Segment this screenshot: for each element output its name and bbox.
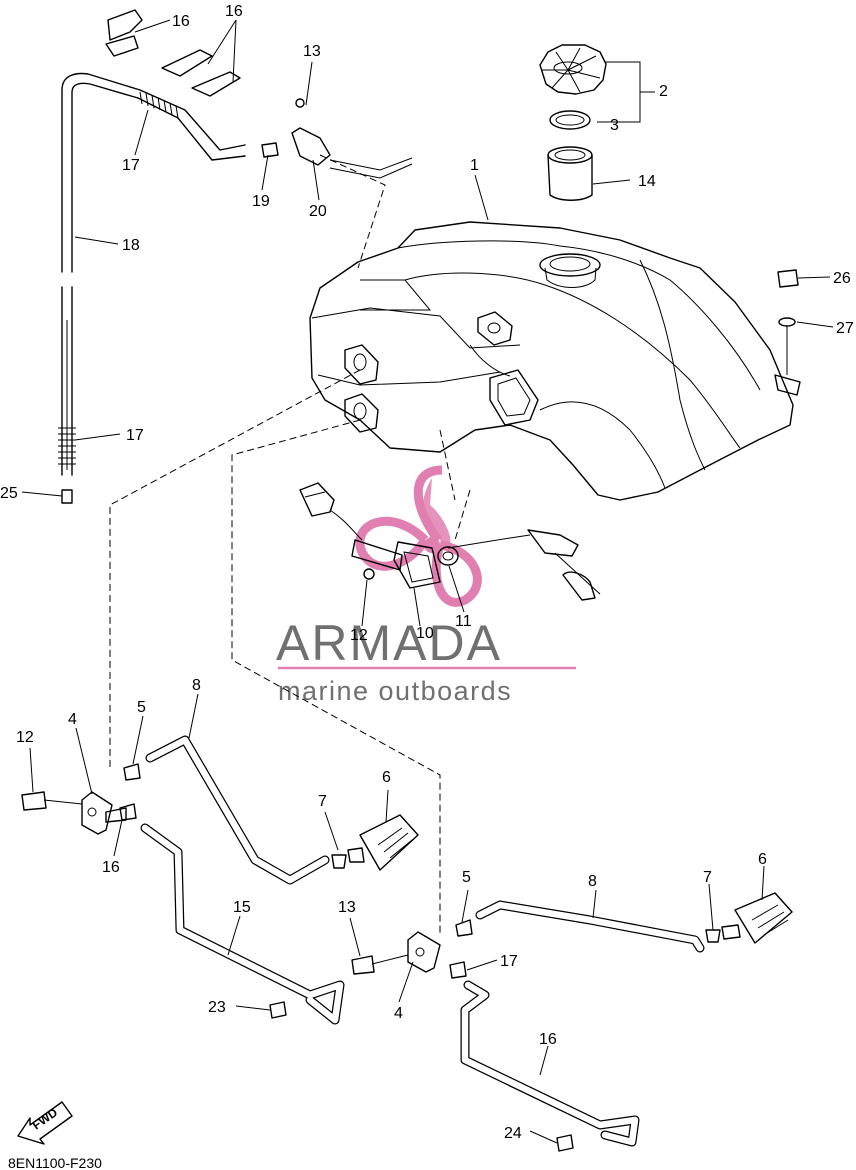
callout-16-left: 16 <box>102 859 120 876</box>
callout-16-right: 17 <box>500 953 518 970</box>
fuel-filter-left <box>331 814 419 871</box>
armada-watermark: ARMADA marine outboards <box>276 465 576 706</box>
callout-18: 18 <box>122 237 140 254</box>
filler-neck-insert <box>547 146 593 201</box>
assembly-lines <box>109 154 471 935</box>
hose-clip-22-right <box>556 1134 574 1152</box>
callout-21: 13 <box>303 43 321 60</box>
callout-12-right: 13 <box>338 899 356 916</box>
cap-gasket <box>549 110 591 130</box>
diagram-code: 8EN1100-F230 <box>8 1155 102 1170</box>
protector-coil-lower <box>58 427 76 465</box>
callout-11: 12 <box>350 627 368 644</box>
callout-1: 1 <box>470 157 479 174</box>
brand-tagline: marine outboards <box>278 676 512 706</box>
callout-10: 11 <box>455 613 472 630</box>
fuel-tank <box>309 221 801 501</box>
hose-clip-22-left <box>269 1001 287 1019</box>
fwd-arrow-icon: FWD <box>17 1101 73 1145</box>
callout-24: 16 <box>172 13 190 30</box>
overflow-line <box>58 9 413 504</box>
callout-8-left: 8 <box>192 677 201 694</box>
callout-14: 15 <box>233 899 251 916</box>
leader-lines <box>21 19 834 1144</box>
callout-20: 20 <box>309 203 327 220</box>
callout-23: 16 <box>225 3 243 20</box>
callout-26: 26 <box>833 270 851 287</box>
fuel-hose-8-left <box>145 735 330 885</box>
callout-labels: 16 16 13 2 3 14 1 17 18 19 20 17 25 26 2… <box>0 3 854 1142</box>
callout-7-left: 7 <box>318 793 327 810</box>
clamp-24 <box>105 9 143 57</box>
fuel-cock-right <box>351 919 473 979</box>
damper-26 <box>777 269 799 288</box>
callout-13: 14 <box>638 173 656 190</box>
callout-17-lower: 17 <box>126 427 144 444</box>
callout-5-right: 5 <box>462 869 471 886</box>
callout-15: 16 <box>539 1031 557 1048</box>
callout-9: 10 <box>416 625 434 642</box>
fuel-cap <box>539 44 607 95</box>
callout-22-right: 24 <box>504 1125 522 1142</box>
fuel-pump-assembly <box>299 482 601 601</box>
clip-23 <box>161 49 241 97</box>
callout-27: 27 <box>836 320 854 337</box>
fuel-cock-left <box>21 763 141 835</box>
callout-4-right: 4 <box>394 1005 403 1022</box>
washer-27 <box>778 317 796 327</box>
callout-19: 19 <box>252 193 270 210</box>
fuel-hose-8-right <box>475 900 705 953</box>
callout-6-left: 6 <box>382 769 391 786</box>
callout-4-left: 4 <box>68 711 77 728</box>
brand-name: ARMADA <box>276 615 502 671</box>
callout-8-right: 8 <box>588 873 597 890</box>
fuel-hose-15 <box>460 980 640 1147</box>
callout-25: 25 <box>0 485 18 502</box>
propeller-logo <box>355 465 482 607</box>
fuel-hose-14 <box>140 823 345 1025</box>
callout-12-left: 12 <box>16 729 34 746</box>
protector-coil-upper <box>139 91 179 119</box>
callout-3: 3 <box>610 117 619 134</box>
callout-7-right: 7 <box>703 869 712 886</box>
callout-17-upper: 17 <box>122 157 140 174</box>
callout-22-left: 23 <box>208 999 226 1016</box>
callout-5-left: 5 <box>137 699 146 716</box>
fuel-filter-right <box>705 892 793 944</box>
callout-2: 2 <box>659 83 668 100</box>
callout-6-right: 6 <box>758 851 767 868</box>
